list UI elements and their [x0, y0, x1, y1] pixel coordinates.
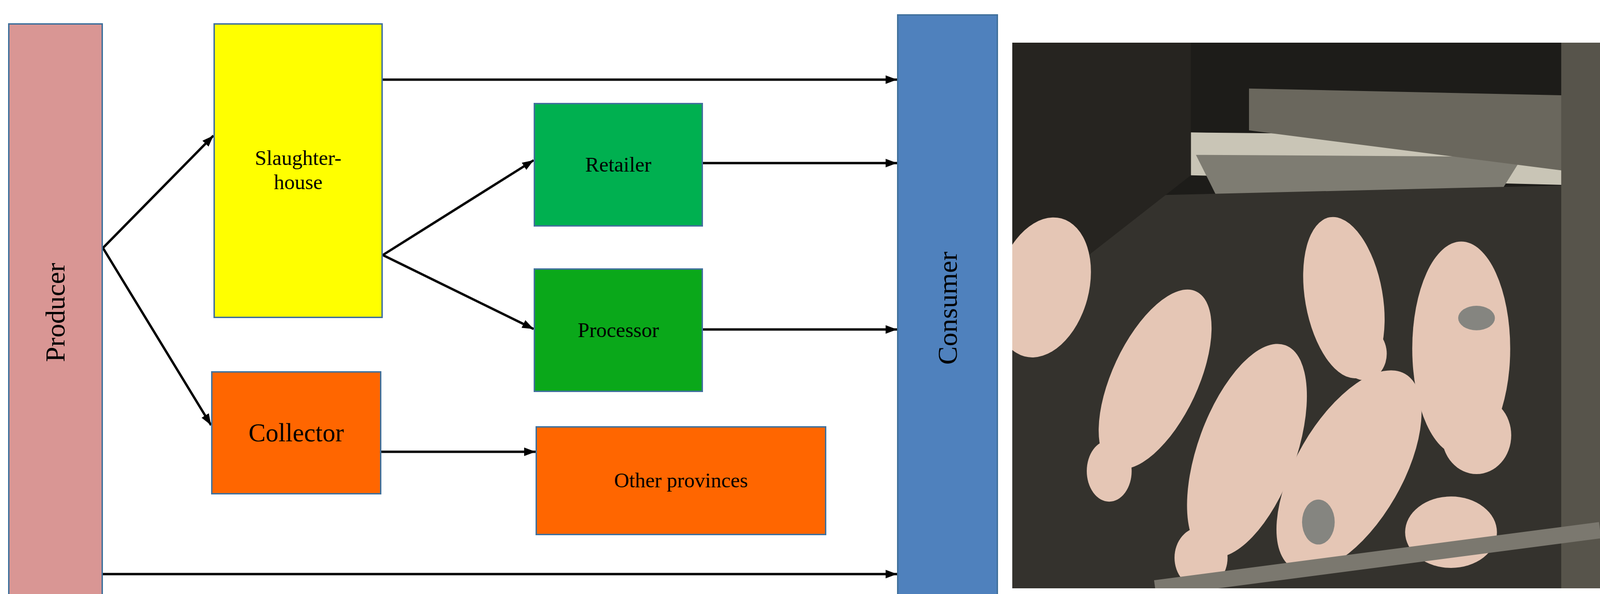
node-label: Other provinces	[613, 469, 748, 494]
pig	[1012, 206, 1106, 369]
pig	[1291, 210, 1397, 385]
wooden-beam	[1248, 88, 1584, 174]
flow-arrow	[382, 255, 534, 330]
node-label: Slaughter- house	[239, 146, 358, 195]
node-label: Consumer	[931, 251, 964, 365]
node-label: Retailer	[585, 152, 652, 177]
flow-arrow	[102, 573, 898, 576]
pig-head	[1442, 397, 1512, 475]
flow-arrow	[382, 78, 898, 82]
pig-spot	[1302, 499, 1335, 546]
node-label: Collector	[248, 418, 344, 448]
producer-box: Producer	[8, 23, 103, 594]
flow-arrow	[382, 160, 534, 256]
slaughterhouse-box: Slaughter- house	[213, 23, 383, 319]
flow-arrow	[102, 135, 214, 249]
destination-box: Other provinces	[535, 426, 827, 536]
pig-spot	[1458, 305, 1495, 331]
consumer-box: Consumer	[897, 14, 999, 594]
wall-post	[1561, 42, 1600, 589]
pen-rail	[1155, 530, 1600, 589]
pigs	[1012, 206, 1512, 589]
flow-arrow	[702, 162, 898, 165]
processor-box: Processor	[533, 268, 703, 393]
pig-head	[1086, 440, 1132, 502]
pig-pen-photo	[1012, 42, 1600, 589]
collector-box: Collector	[211, 371, 382, 495]
node-label: Producer	[39, 262, 72, 362]
flow-arrow	[702, 328, 898, 332]
pig-spots	[1302, 305, 1496, 545]
node-label: Processor	[577, 318, 659, 343]
retailer-box: Retailer	[533, 102, 703, 227]
flow-arrow	[102, 248, 212, 426]
flow-arrow	[381, 451, 536, 454]
